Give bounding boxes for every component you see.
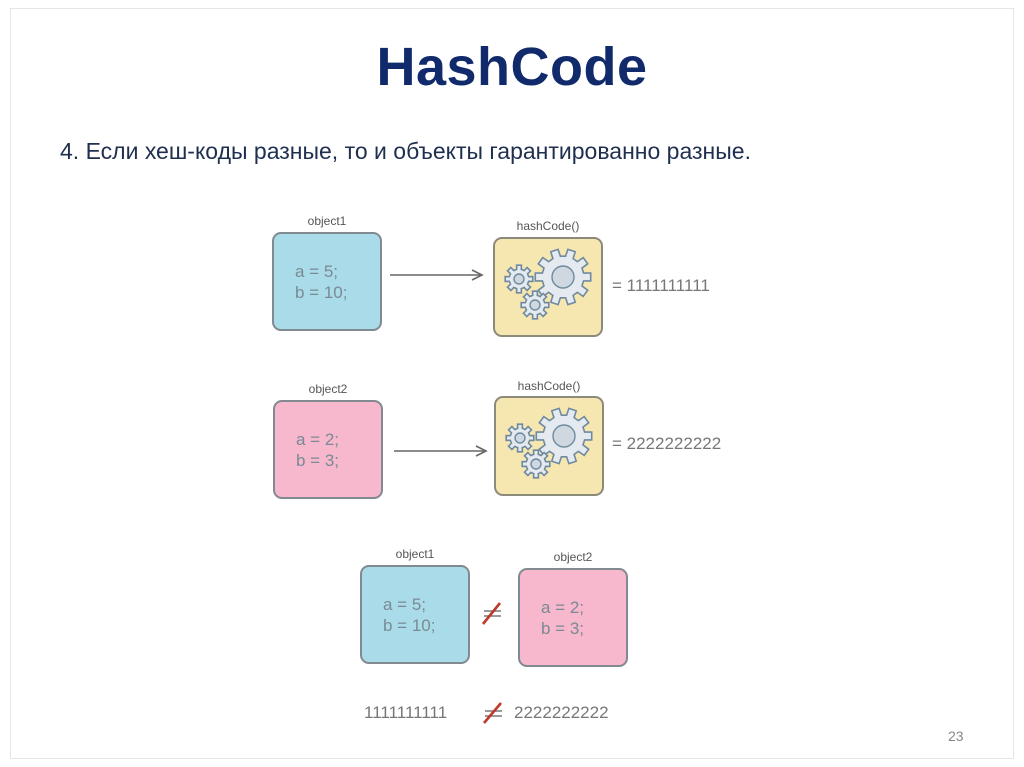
- compare-left-hash: 1111111111: [364, 703, 448, 722]
- compare-right-line-a: a = 2;: [541, 597, 585, 617]
- compare-left-caption: object1: [395, 547, 435, 561]
- slide-frame: [10, 8, 1014, 759]
- compare-left-box: a = 5; b = 10;: [360, 565, 470, 664]
- compare-right-hash: 2222222222: [514, 703, 609, 722]
- object2-line-b: b = 3;: [296, 450, 340, 470]
- compare-right-caption: object2: [553, 550, 593, 564]
- object2-box: a = 2; b = 3;: [273, 400, 383, 499]
- hash-result-2: = 2222222222: [612, 434, 722, 453]
- hashcode-box-2: [494, 396, 604, 496]
- hashcode-box-1: [493, 237, 603, 337]
- gears-icon: [505, 407, 593, 479]
- hashcode-caption-1: hashCode(): [516, 219, 580, 233]
- arrow-right-icon: [394, 445, 488, 457]
- compare-right-box: a = 2; b = 3;: [518, 568, 628, 667]
- hashcode-caption-2: hashCode(): [517, 379, 581, 393]
- object1-line-b: b = 10;: [295, 282, 348, 302]
- object1-box: a = 5; b = 10;: [272, 232, 382, 331]
- arrow-right-icon: [390, 269, 484, 281]
- compare-left-line-a: a = 5;: [383, 594, 427, 614]
- compare-left-line-b: b = 10;: [383, 615, 436, 635]
- object1-caption: object1: [307, 214, 347, 228]
- object2-caption: object2: [308, 382, 348, 396]
- object2-line-a: a = 2;: [296, 429, 340, 449]
- object1-line-a: a = 5;: [295, 261, 339, 281]
- slide-title: HashCode: [376, 37, 648, 97]
- page-number: 23: [948, 728, 964, 744]
- not-equal-icon: [483, 702, 502, 724]
- gears-icon: [504, 248, 592, 320]
- compare-right-line-b: b = 3;: [541, 618, 585, 638]
- not-equal-icon: [481, 602, 502, 625]
- slide-subtitle: 4. Если хеш-коды разные, то и объекты га…: [60, 138, 751, 164]
- hash-result-1: = 1111111111: [612, 276, 710, 295]
